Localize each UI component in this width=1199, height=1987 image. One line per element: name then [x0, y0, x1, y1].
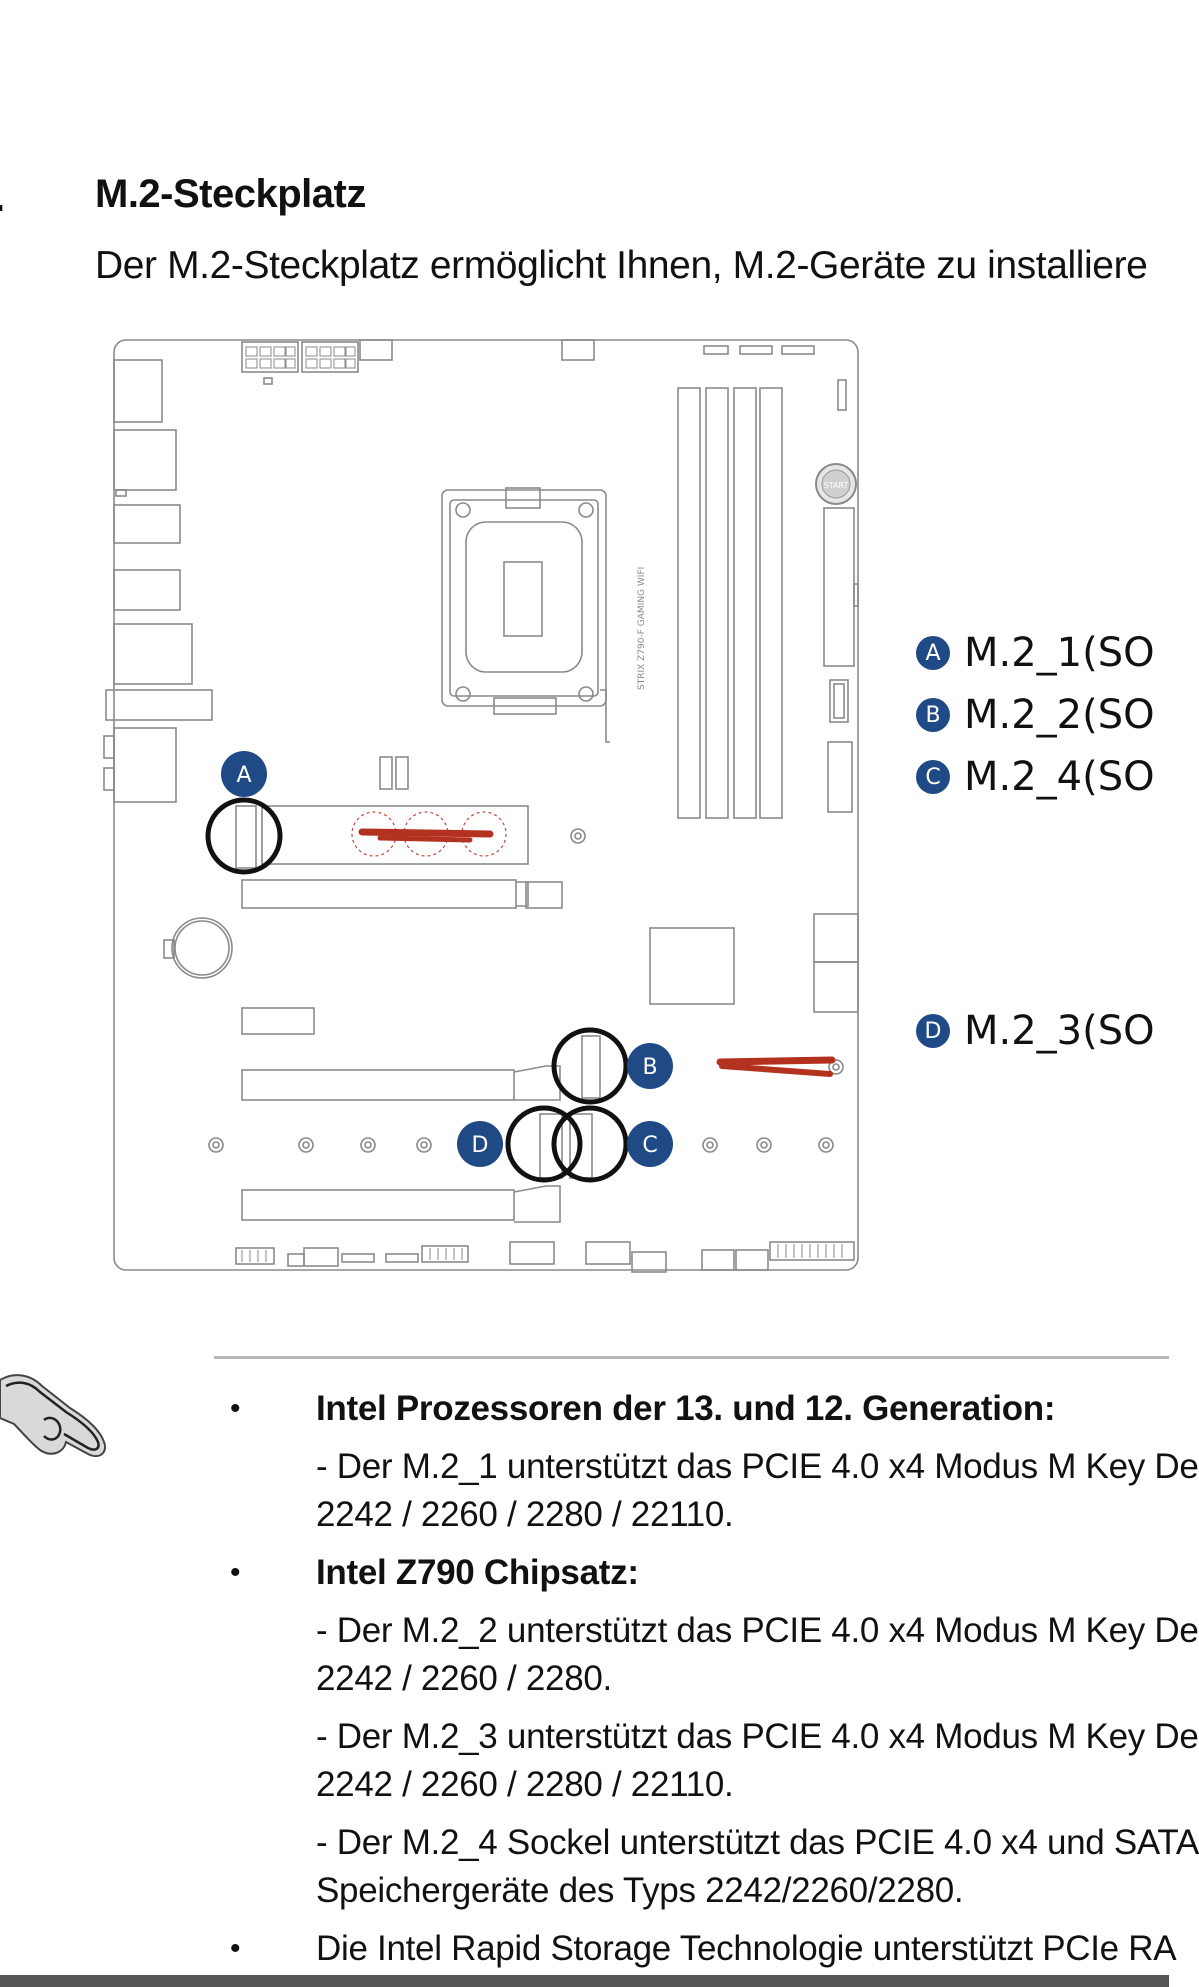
m2-1-highlight-ring [205, 797, 283, 875]
notes-list: • Intel Prozessoren der 13. und 12. Gener… [230, 1385, 1199, 1983]
slot-label-text: M.2_1(SO [964, 630, 1155, 676]
slot-label-b: B M.2_2(SO [916, 692, 1155, 738]
note-line: - Der M.2_1 unterstützt das PCIE 4.0 x4 … [316, 1447, 1199, 1486]
slot-label-c: C M.2_4(SO [916, 754, 1155, 800]
note-paragraph: - Der M.2_4 Sockel unterstützt das PCIE … [316, 1819, 1199, 1915]
note-line: 2242 / 2260 / 2280 / 22110. [316, 1765, 734, 1804]
m2-3-highlight-ring [505, 1105, 583, 1183]
bullet-marker: • [230, 1932, 241, 1965]
divider [214, 1356, 1169, 1359]
note-paragraph: - Der M.2_2 unterstützt das PCIE 4.0 x4 … [316, 1607, 1199, 1703]
slot-label-text: M.2_3(SO [964, 1008, 1155, 1054]
note-line: Die Intel Rapid Storage Technologie unte… [316, 1929, 1177, 1968]
badge-a: A [916, 636, 950, 670]
note-line: - Der M.2_2 unterstützt das PCIE 4.0 x4 … [316, 1611, 1199, 1650]
note-item: • Intel Prozessoren der 13. und 12. Gener… [230, 1385, 1199, 1539]
note-line: - Der M.2_4 Sockel unterstützt das PCIE … [316, 1823, 1199, 1862]
note-line: 2242 / 2260 / 2280. [316, 1659, 612, 1698]
slot-label-text: M.2_4(SO [964, 754, 1155, 800]
note-title: Intel Prozessoren der 13. und 12. Genera… [316, 1389, 1056, 1428]
svg-text:C: C [642, 1133, 657, 1158]
badge-d: D [916, 1014, 950, 1048]
svg-text:B: B [642, 1055, 657, 1080]
bullet-marker: • [230, 1556, 241, 1589]
board-badge-a [221, 751, 267, 797]
m2-4-highlight-ring [551, 1105, 629, 1183]
motherboard-diagram: START STRIX Z790-F GAMING WIFI A B C D [103, 339, 859, 1273]
pointing-hand-icon [0, 1374, 106, 1458]
badge-b: B [916, 698, 950, 732]
start-button-label: START [824, 481, 849, 490]
footer-bar [0, 1975, 1169, 1987]
note-item: • Intel Z790 Chipsatz: - Der M.2_2 unterst… [230, 1549, 1199, 1915]
slot-label-d: D M.2_3(SO [916, 1008, 1155, 1054]
note-line: - Der M.2_3 unterstützt das PCIE 4.0 x4 … [316, 1717, 1199, 1756]
badge-c: C [916, 760, 950, 794]
slot-label-a: A M.2_1(SO [916, 630, 1155, 676]
svg-text:A: A [236, 763, 251, 788]
board-badge-d [457, 1121, 503, 1167]
intro-text: Der M.2-Steckplatz ermöglicht Ihnen, M.2… [95, 244, 1148, 287]
note-paragraph: Die Intel Rapid Storage Technologie unte… [316, 1925, 1196, 1973]
note-paragraph: - Der M.2_3 unterstützt das PCIE 4.0 x4 … [316, 1713, 1199, 1809]
slot-label-text: M.2_2(SO [964, 692, 1155, 738]
board-badge-c [627, 1121, 673, 1167]
board-badge-b [627, 1043, 673, 1089]
note-line: Speichergeräte des Typs 2242/2260/2280. [316, 1871, 964, 1910]
note-paragraph: - Der M.2_1 unterstützt das PCIE 4.0 x4 … [316, 1443, 1199, 1539]
note-title: Intel Z790 Chipsatz: [316, 1553, 639, 1592]
bullet-marker: • [230, 1392, 241, 1425]
note-line: 2242 / 2260 / 2280 / 22110. [316, 1495, 734, 1534]
board-outline [113, 339, 859, 1271]
note-item: • Die Intel Rapid Storage Technologie unt… [230, 1925, 1196, 1973]
svg-text:D: D [472, 1133, 489, 1158]
board-model-text: STRIX Z790-F GAMING WIFI [637, 567, 647, 690]
m2-2-highlight-ring [551, 1027, 629, 1105]
section-number: . [0, 176, 5, 221]
page-heading: M.2-Steckplatz [95, 172, 366, 216]
